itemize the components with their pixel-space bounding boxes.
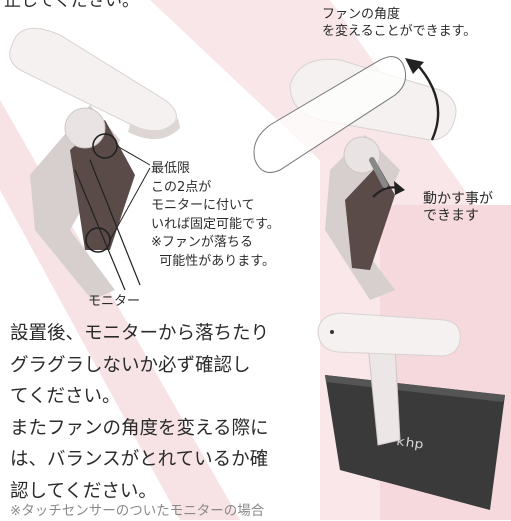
min-points-caption: 最低限 この2点が モニターに付いて いれば固定可能です。 ※ファンが落ちる 可… — [151, 161, 280, 269]
movable-caption: 動かす事が できます — [423, 191, 493, 224]
curved-arrow-icon — [414, 61, 440, 141]
installation-instructions: 設置後、モニターから落ちたり グラグラしないか必ず確認し てください。 またファ… — [10, 323, 270, 502]
monitor-label: モニター — [88, 294, 141, 309]
touch-sensor-note: ※タッチセンサーのついたモニターの場合 — [10, 503, 265, 519]
fan-angle-caption: ファンの角度 を変えることができます。 — [322, 7, 477, 39]
top-cut-text: 止してください。 — [4, 0, 139, 11]
